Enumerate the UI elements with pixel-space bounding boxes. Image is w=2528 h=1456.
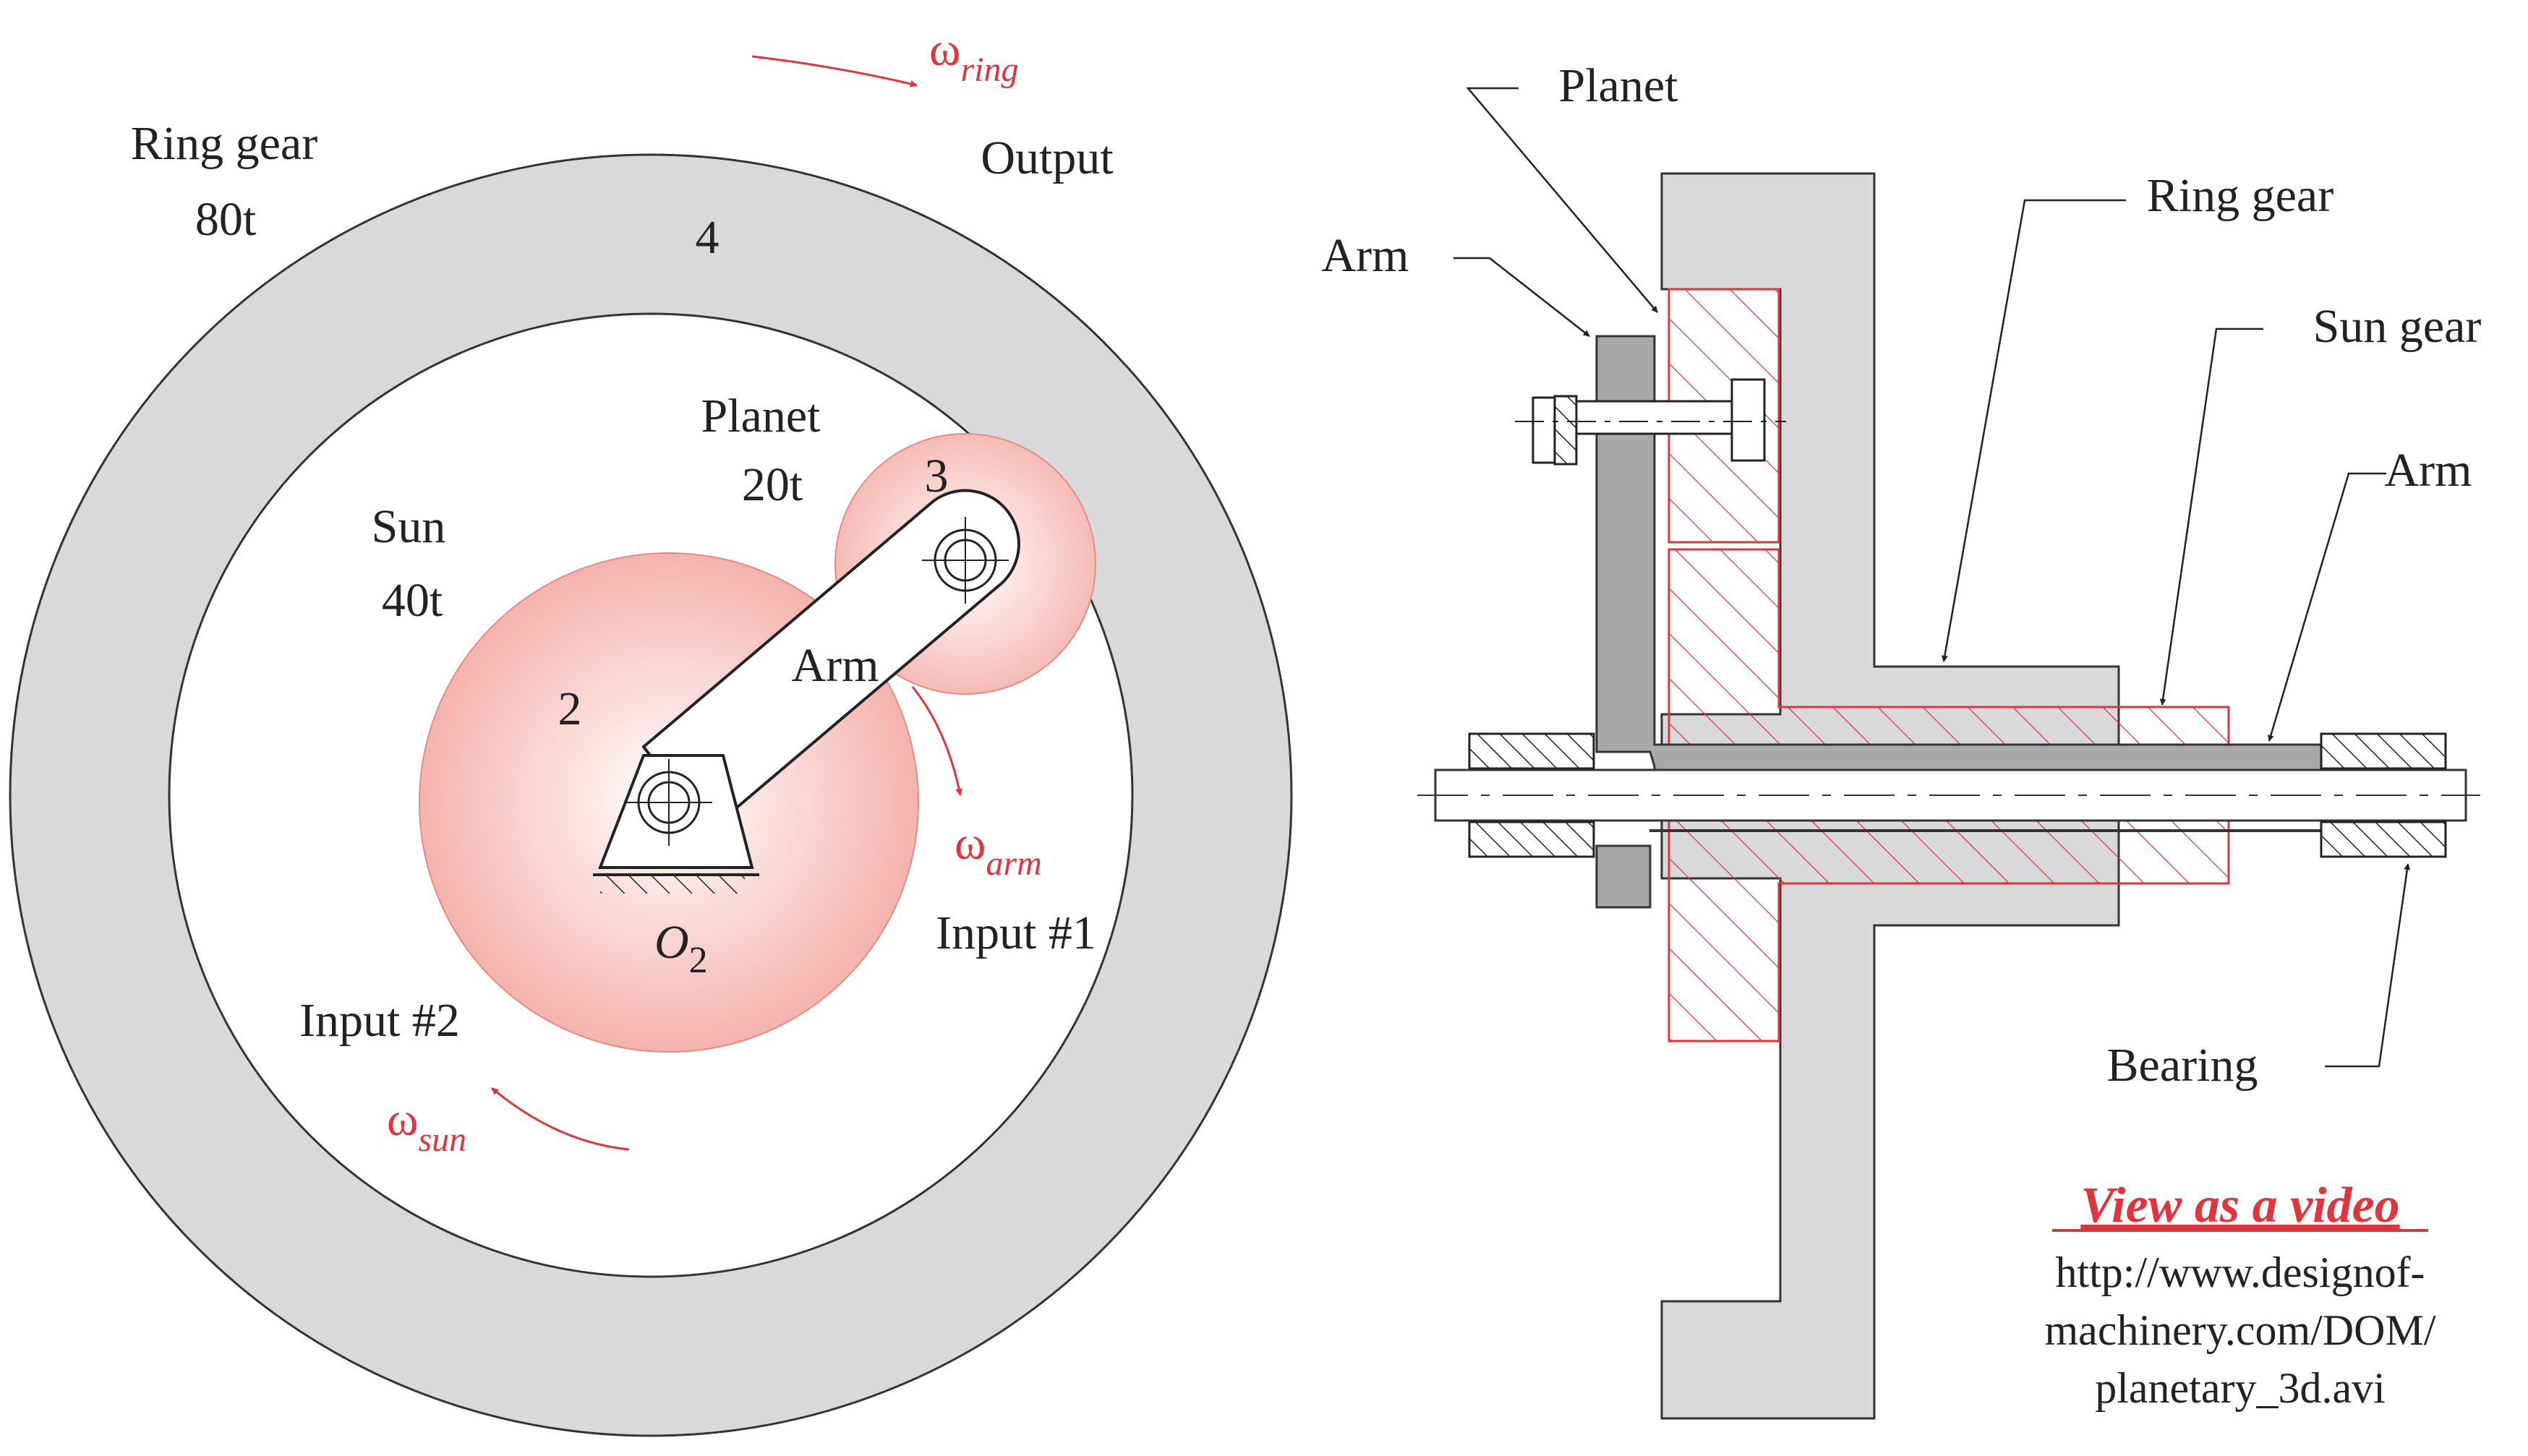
- planet-number: 3: [925, 450, 949, 502]
- output-label: Output: [981, 132, 1113, 184]
- arm-label: Arm: [792, 639, 879, 692]
- video-url-line-3: planetary_3d.avi: [2095, 1364, 2386, 1412]
- section-view: Planet Arm Ring gear Sun gear Arm Bearin…: [1322, 59, 2482, 1420]
- omega-sun-label: ωsun: [387, 1093, 466, 1159]
- planet-teeth: 20t: [742, 458, 803, 511]
- sun-label: Sun: [372, 500, 446, 553]
- omega-ring-label: ωring: [929, 23, 1018, 89]
- sun-number: 2: [558, 682, 582, 735]
- video-link-block: View as a video http://www.designof- mac…: [2045, 1178, 2436, 1412]
- view-as-video-link[interactable]: View as a video: [2080, 1178, 2399, 1233]
- bearings: [1468, 732, 2447, 858]
- input-2-label: Input #2: [299, 994, 460, 1047]
- planet-bolt: [1515, 378, 1786, 466]
- ring-gear-label: Ring gear: [131, 117, 317, 170]
- front-view: Ring gear 80t 4 Output ωring Planet 20t …: [9, 23, 1293, 1437]
- section-ring-gear-label: Ring gear: [2147, 169, 2333, 222]
- pivot-o2-label: O2: [654, 916, 708, 981]
- video-url-line-1: http://www.designof-: [2055, 1249, 2425, 1296]
- omega-sun-arrow: [491, 1087, 630, 1151]
- section-planet-label: Planet: [1559, 59, 1678, 112]
- planet-label: Planet: [701, 390, 821, 442]
- video-url-line-2: machinery.com/DOM/: [2045, 1306, 2436, 1354]
- section-arm-top-label: Arm: [1322, 229, 1409, 282]
- ring-gear-number: 4: [696, 211, 719, 264]
- section-sun-gear-label: Sun gear: [2313, 300, 2482, 353]
- omega-arm-arrow: [911, 686, 963, 796]
- sun-teeth: 40t: [382, 574, 443, 627]
- section-arm-label: Arm: [2385, 444, 2472, 497]
- arm-link: [593, 489, 1020, 894]
- leader-lines: [1453, 87, 2411, 1068]
- omega-ring-arrow: [751, 55, 918, 87]
- input-1-label: Input #1: [936, 907, 1096, 959]
- section-bearing-label: Bearing: [2107, 1039, 2258, 1092]
- omega-arm-label: ωarm: [955, 817, 1042, 883]
- ring-gear-teeth: 80t: [195, 193, 256, 246]
